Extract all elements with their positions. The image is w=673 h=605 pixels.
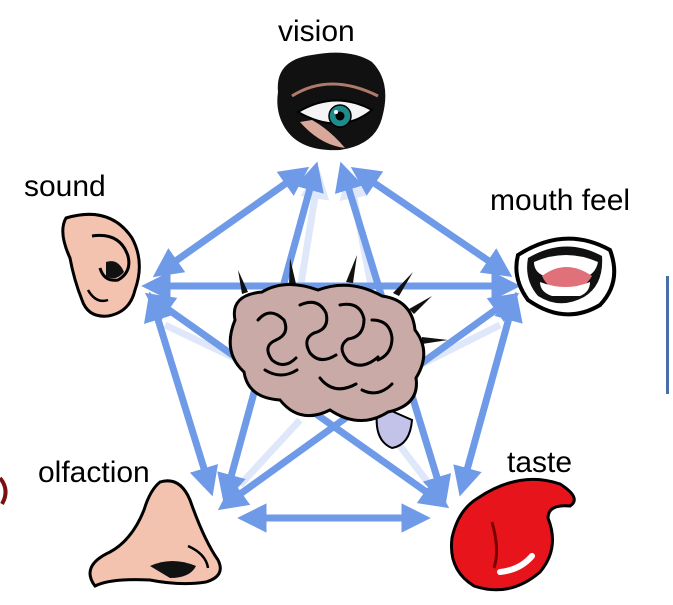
edge-fragment-icon bbox=[0, 478, 6, 504]
arrow-vision-sound bbox=[160, 172, 302, 272]
mouth-feel-label: mouth feel bbox=[490, 186, 630, 216]
arrow-vision-mouth bbox=[358, 172, 505, 272]
tongue-icon bbox=[451, 479, 574, 589]
ear-icon bbox=[63, 214, 140, 316]
taste-label: taste bbox=[507, 448, 572, 478]
sound-label: sound bbox=[24, 172, 106, 202]
olfaction-label: olfaction bbox=[38, 458, 150, 488]
mouth-icon bbox=[516, 239, 614, 315]
vision-label: vision bbox=[278, 17, 355, 47]
arrow-sound-olfaction bbox=[152, 300, 210, 488]
nose-icon bbox=[90, 481, 220, 586]
eye-icon bbox=[277, 53, 385, 150]
edge-divider bbox=[666, 276, 669, 394]
